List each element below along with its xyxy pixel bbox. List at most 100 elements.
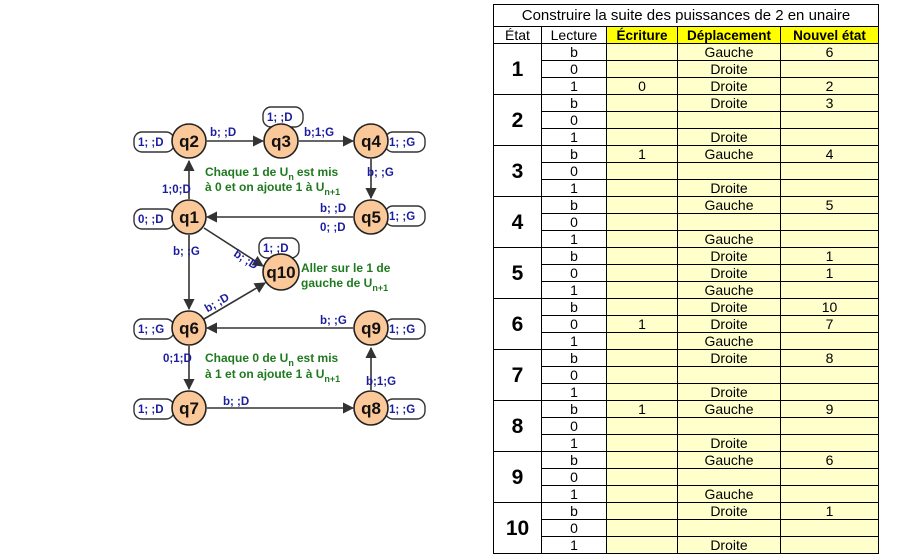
- write-symbol: [606, 128, 678, 146]
- write-symbol: [606, 179, 678, 197]
- read-symbol: 1: [541, 383, 607, 401]
- write-symbol: 1: [606, 145, 678, 163]
- read-symbol: b: [541, 349, 607, 367]
- read-symbol: 1: [541, 77, 607, 95]
- state-q7: q7: [171, 390, 207, 426]
- move-direction: [677, 519, 781, 537]
- table-row: 1 Droite: [494, 383, 879, 401]
- edge-label-q9-q6: b; ;G: [320, 315, 347, 327]
- state-number: 10: [493, 502, 542, 554]
- move-direction: Droite: [677, 128, 781, 146]
- move-direction: Droite: [677, 349, 781, 367]
- read-symbol: 1: [541, 536, 607, 554]
- header-ecriture: Écriture: [606, 26, 678, 44]
- state-number: 8: [493, 400, 542, 452]
- next-state: [780, 162, 879, 180]
- state-q8: q8: [353, 390, 389, 426]
- svg-text:1; ;D: 1; ;D: [138, 404, 164, 416]
- move-direction: Droite: [677, 179, 781, 197]
- move-direction: Gauche: [677, 485, 781, 503]
- svg-text:1; ;G: 1; ;G: [389, 324, 415, 336]
- read-symbol: b: [541, 43, 607, 61]
- state-number: 9: [493, 451, 542, 503]
- next-state: [780, 213, 879, 231]
- move-direction: Droite: [677, 383, 781, 401]
- read-symbol: b: [541, 94, 607, 112]
- move-direction: Droite: [677, 247, 781, 265]
- svg-text:gauche de Un+1: gauche de Un+1: [301, 276, 388, 293]
- table-row: 0: [494, 366, 879, 384]
- loop-q1: 0; ;D: [133, 208, 175, 230]
- svg-text:0; ;D: 0; ;D: [138, 214, 164, 226]
- svg-text:q3: q3: [271, 132, 291, 151]
- header-nouvel-etat: Nouvel état: [780, 26, 879, 44]
- write-symbol: [606, 111, 678, 129]
- move-direction: Gauche: [677, 196, 781, 214]
- state-number: 1: [493, 43, 542, 95]
- read-symbol: b: [541, 247, 607, 265]
- move-direction: Droite: [677, 502, 781, 520]
- edge-label-q1-q2: 1;0;D: [162, 184, 191, 196]
- move-direction: Gauche: [677, 332, 781, 350]
- loop-q4: 1; ;G: [384, 131, 426, 153]
- table-row: 0: [494, 468, 879, 486]
- svg-text:1; ;G: 1; ;G: [389, 211, 415, 223]
- svg-text:1; ;D: 1; ;D: [263, 243, 289, 255]
- write-symbol: [606, 434, 678, 452]
- next-state: 5: [780, 196, 879, 214]
- header-deplacement: Déplacement: [677, 26, 781, 44]
- header-etat: État: [493, 26, 542, 44]
- move-direction: Droite: [677, 60, 781, 78]
- move-direction: [677, 162, 781, 180]
- svg-text:q8: q8: [361, 399, 381, 418]
- move-direction: [677, 213, 781, 231]
- write-symbol: [606, 468, 678, 486]
- write-symbol: [606, 43, 678, 61]
- svg-text:1; ;G: 1; ;G: [389, 404, 415, 416]
- read-symbol: 0: [541, 111, 607, 129]
- read-symbol: b: [541, 145, 607, 163]
- next-state: 7: [780, 315, 879, 333]
- move-direction: Gauche: [677, 43, 781, 61]
- next-state: [780, 179, 879, 197]
- state-diagram: 0; ;D 1; ;D 1; ;D 1; ;G 1; ;G 1; ;G 1; ;…: [133, 106, 426, 426]
- state-number: 5: [493, 247, 542, 299]
- edge-label-q5-q1-top: b; ;D: [320, 203, 346, 215]
- move-direction: Gauche: [677, 281, 781, 299]
- next-state: 3: [780, 94, 879, 112]
- write-symbol: [606, 264, 678, 282]
- transition-table-grid: Construire la suite des puissances de 2 …: [493, 4, 879, 554]
- next-state: [780, 111, 879, 129]
- write-symbol: [606, 332, 678, 350]
- write-symbol: [606, 485, 678, 503]
- svg-text:q4: q4: [361, 132, 381, 151]
- svg-text:q5: q5: [361, 208, 381, 227]
- table-row: 0: [494, 111, 879, 129]
- read-symbol: 0: [541, 366, 607, 384]
- write-symbol: [606, 451, 678, 469]
- next-state: 1: [780, 264, 879, 282]
- next-state: [780, 417, 879, 435]
- state-q4: q4: [353, 123, 389, 159]
- next-state: 1: [780, 502, 879, 520]
- loop-q2: 1; ;D: [133, 131, 175, 153]
- svg-text:1; ;D: 1; ;D: [267, 112, 293, 124]
- write-symbol: [606, 502, 678, 520]
- move-direction: Gauche: [677, 400, 781, 418]
- svg-text:q9: q9: [361, 319, 381, 338]
- state-q2: q2: [171, 123, 207, 159]
- move-direction: Droite: [677, 94, 781, 112]
